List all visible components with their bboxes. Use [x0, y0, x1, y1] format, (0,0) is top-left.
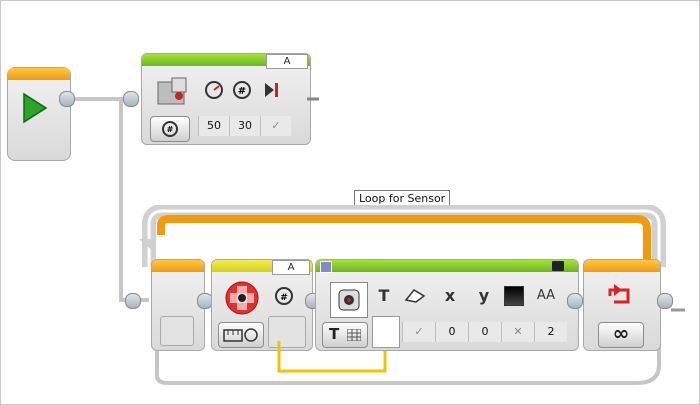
loop-frame[interactable] [137, 204, 667, 387]
rotations-mode-icon[interactable]: # [150, 116, 190, 142]
loop-start-block[interactable] [151, 259, 205, 351]
loop-end-header [584, 260, 660, 272]
x-icon: x [444, 286, 456, 305]
sequence-wire [119, 97, 123, 302]
start-block[interactable] [7, 67, 71, 161]
measure-compare-icon[interactable] [218, 322, 264, 348]
color-value[interactable]: ✕ [501, 322, 534, 342]
degrees-icon: # [274, 286, 298, 310]
clear-screen-value[interactable]: ✓ [402, 322, 435, 342]
svg-text:#: # [167, 125, 174, 134]
rotations-icon: # [232, 80, 252, 104]
loop-end-block[interactable]: ∞ [583, 259, 661, 351]
rotations-value[interactable]: 30 [229, 116, 260, 136]
display-output-connector[interactable] [567, 293, 583, 309]
brake-icon [262, 80, 282, 104]
sequence-wire [71, 97, 126, 101]
svg-text:#: # [238, 86, 246, 97]
loop-start-header [152, 260, 204, 272]
motor-icon [154, 74, 194, 114]
sensor-output-slot[interactable] [268, 316, 306, 348]
start-block-header [8, 68, 70, 80]
loop-repeat-icon [602, 282, 636, 314]
display-text-icon-frame [330, 282, 368, 318]
loop-name-label[interactable]: Loop for Sensor [354, 190, 451, 208]
x-value[interactable]: 0 [435, 322, 468, 342]
y-value[interactable]: 0 [468, 322, 501, 342]
motor-input-connector[interactable] [123, 91, 139, 107]
display-block-header [316, 260, 578, 272]
sensor-port-label[interactable]: A [272, 260, 310, 275]
brake-value[interactable]: ✓ [260, 116, 291, 136]
medium-motor-block[interactable]: A # # 50 30 ✓ [141, 53, 311, 145]
infinity-icon[interactable]: ∞ [598, 321, 644, 348]
power-value[interactable]: 50 [198, 116, 229, 136]
loop-mode-symbol: ∞ [612, 321, 630, 345]
loop-input-connector[interactable] [125, 293, 141, 309]
brick-icon [552, 261, 564, 271]
power-icon [204, 80, 224, 104]
text-icon: T [378, 286, 390, 305]
eraser-icon [404, 288, 426, 308]
play-icon[interactable] [22, 92, 48, 128]
font-value[interactable]: 2 [534, 322, 567, 342]
brick-buttons-sensor-block[interactable]: A # [211, 259, 313, 351]
font-icon: AA [536, 288, 556, 303]
loop-exit-port [671, 298, 685, 317]
text-grid-mode-text: T [329, 325, 340, 343]
loop-output-connector[interactable] [657, 293, 673, 309]
motor-output-connector[interactable] [307, 91, 321, 105]
display-mode-icon [320, 261, 332, 273]
loop-start-slot [160, 316, 194, 346]
data-wire[interactable] [277, 341, 389, 375]
color-icon [504, 286, 524, 306]
display-block[interactable]: T x y AA T ✓ 0 0 ✕ 2 [315, 259, 579, 351]
ev3-buttons-icon [222, 280, 262, 320]
start-output-connector[interactable] [59, 91, 75, 107]
y-icon: y [478, 286, 490, 305]
text-grid-icon[interactable]: T [322, 322, 368, 348]
motor-port-label[interactable]: A [266, 54, 308, 69]
svg-text:#: # [280, 293, 288, 303]
text-input-slot[interactable] [372, 316, 400, 348]
